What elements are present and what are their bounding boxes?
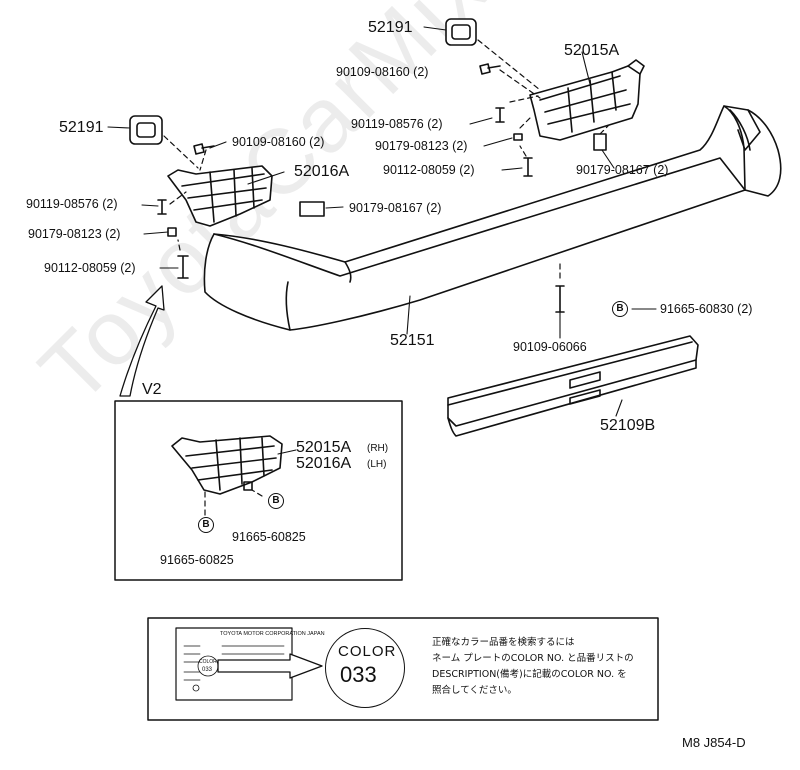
lower-panel-shape	[447, 335, 699, 437]
jp-instruction-4: 照合してください。	[432, 685, 517, 696]
label-bolt-lower: 90109-06066	[513, 340, 587, 354]
color-circle	[325, 628, 405, 708]
jp-instruction-3: DESCRIPTION(備考)に記載のCOLOR NO. を	[432, 669, 627, 680]
plate-color-code: 033	[202, 667, 213, 673]
grille-top-shape	[445, 18, 477, 46]
bracket-lh-shape	[167, 165, 273, 227]
footer-code: M8 J854-D	[682, 735, 746, 750]
label-nut-top: 90179-08123 (2)	[375, 139, 468, 153]
label-retainer-top: 90179-08167 (2)	[576, 163, 669, 177]
label-bumper-cover: 52151	[390, 332, 435, 349]
label-bolt-left: 90109-08160 (2)	[232, 135, 325, 149]
label-clip-top: 90112-08059 (2)	[383, 163, 475, 177]
bumper-cover-shape	[203, 105, 782, 331]
bracket-rh-shape	[529, 59, 645, 141]
label-retainer-left: 90179-08167 (2)	[349, 201, 442, 215]
label-grille-top: 52191	[368, 19, 413, 36]
inset-tag-rh: (RH)	[367, 443, 389, 454]
inset-label-lh: 52016A	[296, 455, 352, 472]
color-code: 033	[340, 662, 377, 687]
plate-maker: TOYOTA MOTOR CORPORATION JAPAN	[220, 631, 325, 637]
inset-title: V2	[142, 381, 162, 398]
color-label: COLOR	[338, 643, 397, 660]
inset-tag-lh: (LH)	[367, 459, 387, 470]
inset-label-clip-2: 91665-60825	[160, 553, 234, 567]
label-screw-top: 90119-08576 (2)	[351, 117, 443, 131]
inset-b-mark-2: B	[198, 517, 214, 533]
grille-left-shape	[129, 115, 163, 145]
label-clip-left: 90112-08059 (2)	[44, 261, 136, 275]
inset-box	[114, 400, 403, 581]
label-bolt-top: 90109-08160 (2)	[336, 65, 429, 79]
magnify-arrow	[217, 653, 323, 679]
dashed-leaders	[163, 39, 609, 516]
inset-bracket-shape	[171, 435, 283, 495]
label-screw-left: 90119-08576 (2)	[26, 197, 118, 211]
label-bracket-rh: 52015A	[564, 42, 620, 59]
view-arrow	[119, 285, 165, 397]
b-mark-clip: B	[612, 301, 628, 317]
inset-label-clip-1: 91665-60825	[232, 530, 306, 544]
label-nut-left: 90179-08123 (2)	[28, 227, 121, 241]
plate-color-word: COLOR	[199, 659, 217, 665]
label-clip-b: 91665-60830 (2)	[660, 302, 753, 316]
label-bracket-lh: 52016A	[294, 163, 350, 180]
info-box	[147, 617, 659, 721]
inset-label-rh: 52015A	[296, 439, 352, 456]
solid-leaders	[107, 26, 657, 455]
jp-instruction-2: ネーム プレートのCOLOR NO. と品番リストの	[432, 653, 634, 664]
inset-b-mark-1: B	[268, 493, 284, 509]
label-grille-left: 52191	[59, 119, 104, 136]
jp-instruction-1: 正確なカラー品番を検索するには	[432, 637, 575, 648]
label-lower-panel: 52109B	[600, 417, 656, 434]
